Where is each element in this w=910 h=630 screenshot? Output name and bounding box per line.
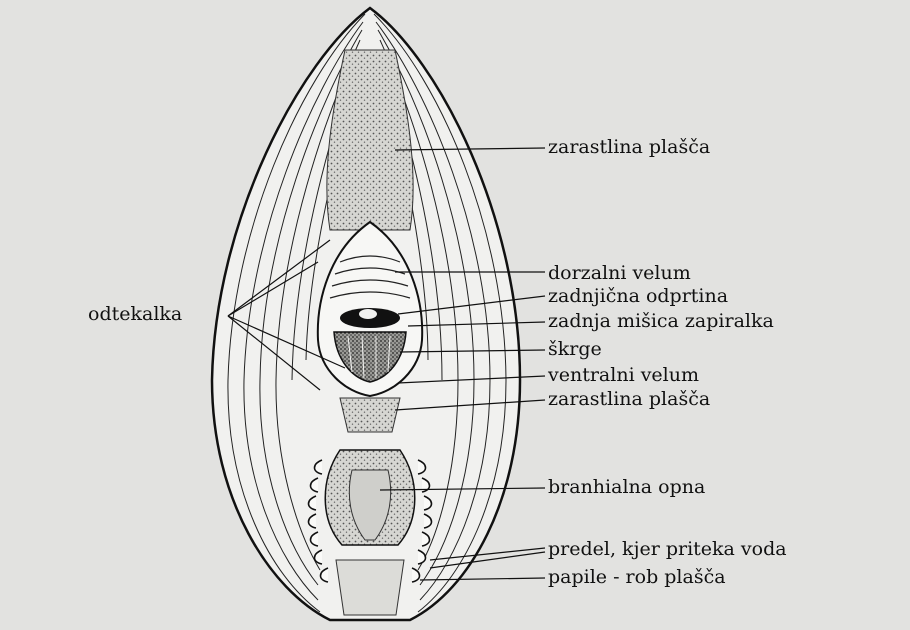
- label-zarastlina-bottom: zarastlina plašča: [548, 390, 710, 409]
- label-odtekalka: odtekalka: [88, 305, 182, 324]
- label-skrge: škrge: [548, 340, 602, 359]
- label-ventralni-velum: ventralni velum: [548, 366, 699, 385]
- label-zadnja-misica: zadnja mišica zapiralka: [548, 312, 774, 331]
- label-dorzalni-velum: dorzalni velum: [548, 264, 691, 283]
- label-branhialna-opna: branhialna opna: [548, 478, 705, 497]
- mantle-fusion-top: [327, 50, 413, 230]
- label-predel: predel, kjer priteka voda: [548, 540, 787, 559]
- label-zadnjicna-odprtina: zadnjična odprtina: [548, 287, 728, 306]
- label-zarastlina-top: zarastlina plašča: [548, 138, 710, 157]
- mantle-fusion-bottom: [340, 398, 400, 432]
- label-papile: papile - rob plašča: [548, 568, 726, 587]
